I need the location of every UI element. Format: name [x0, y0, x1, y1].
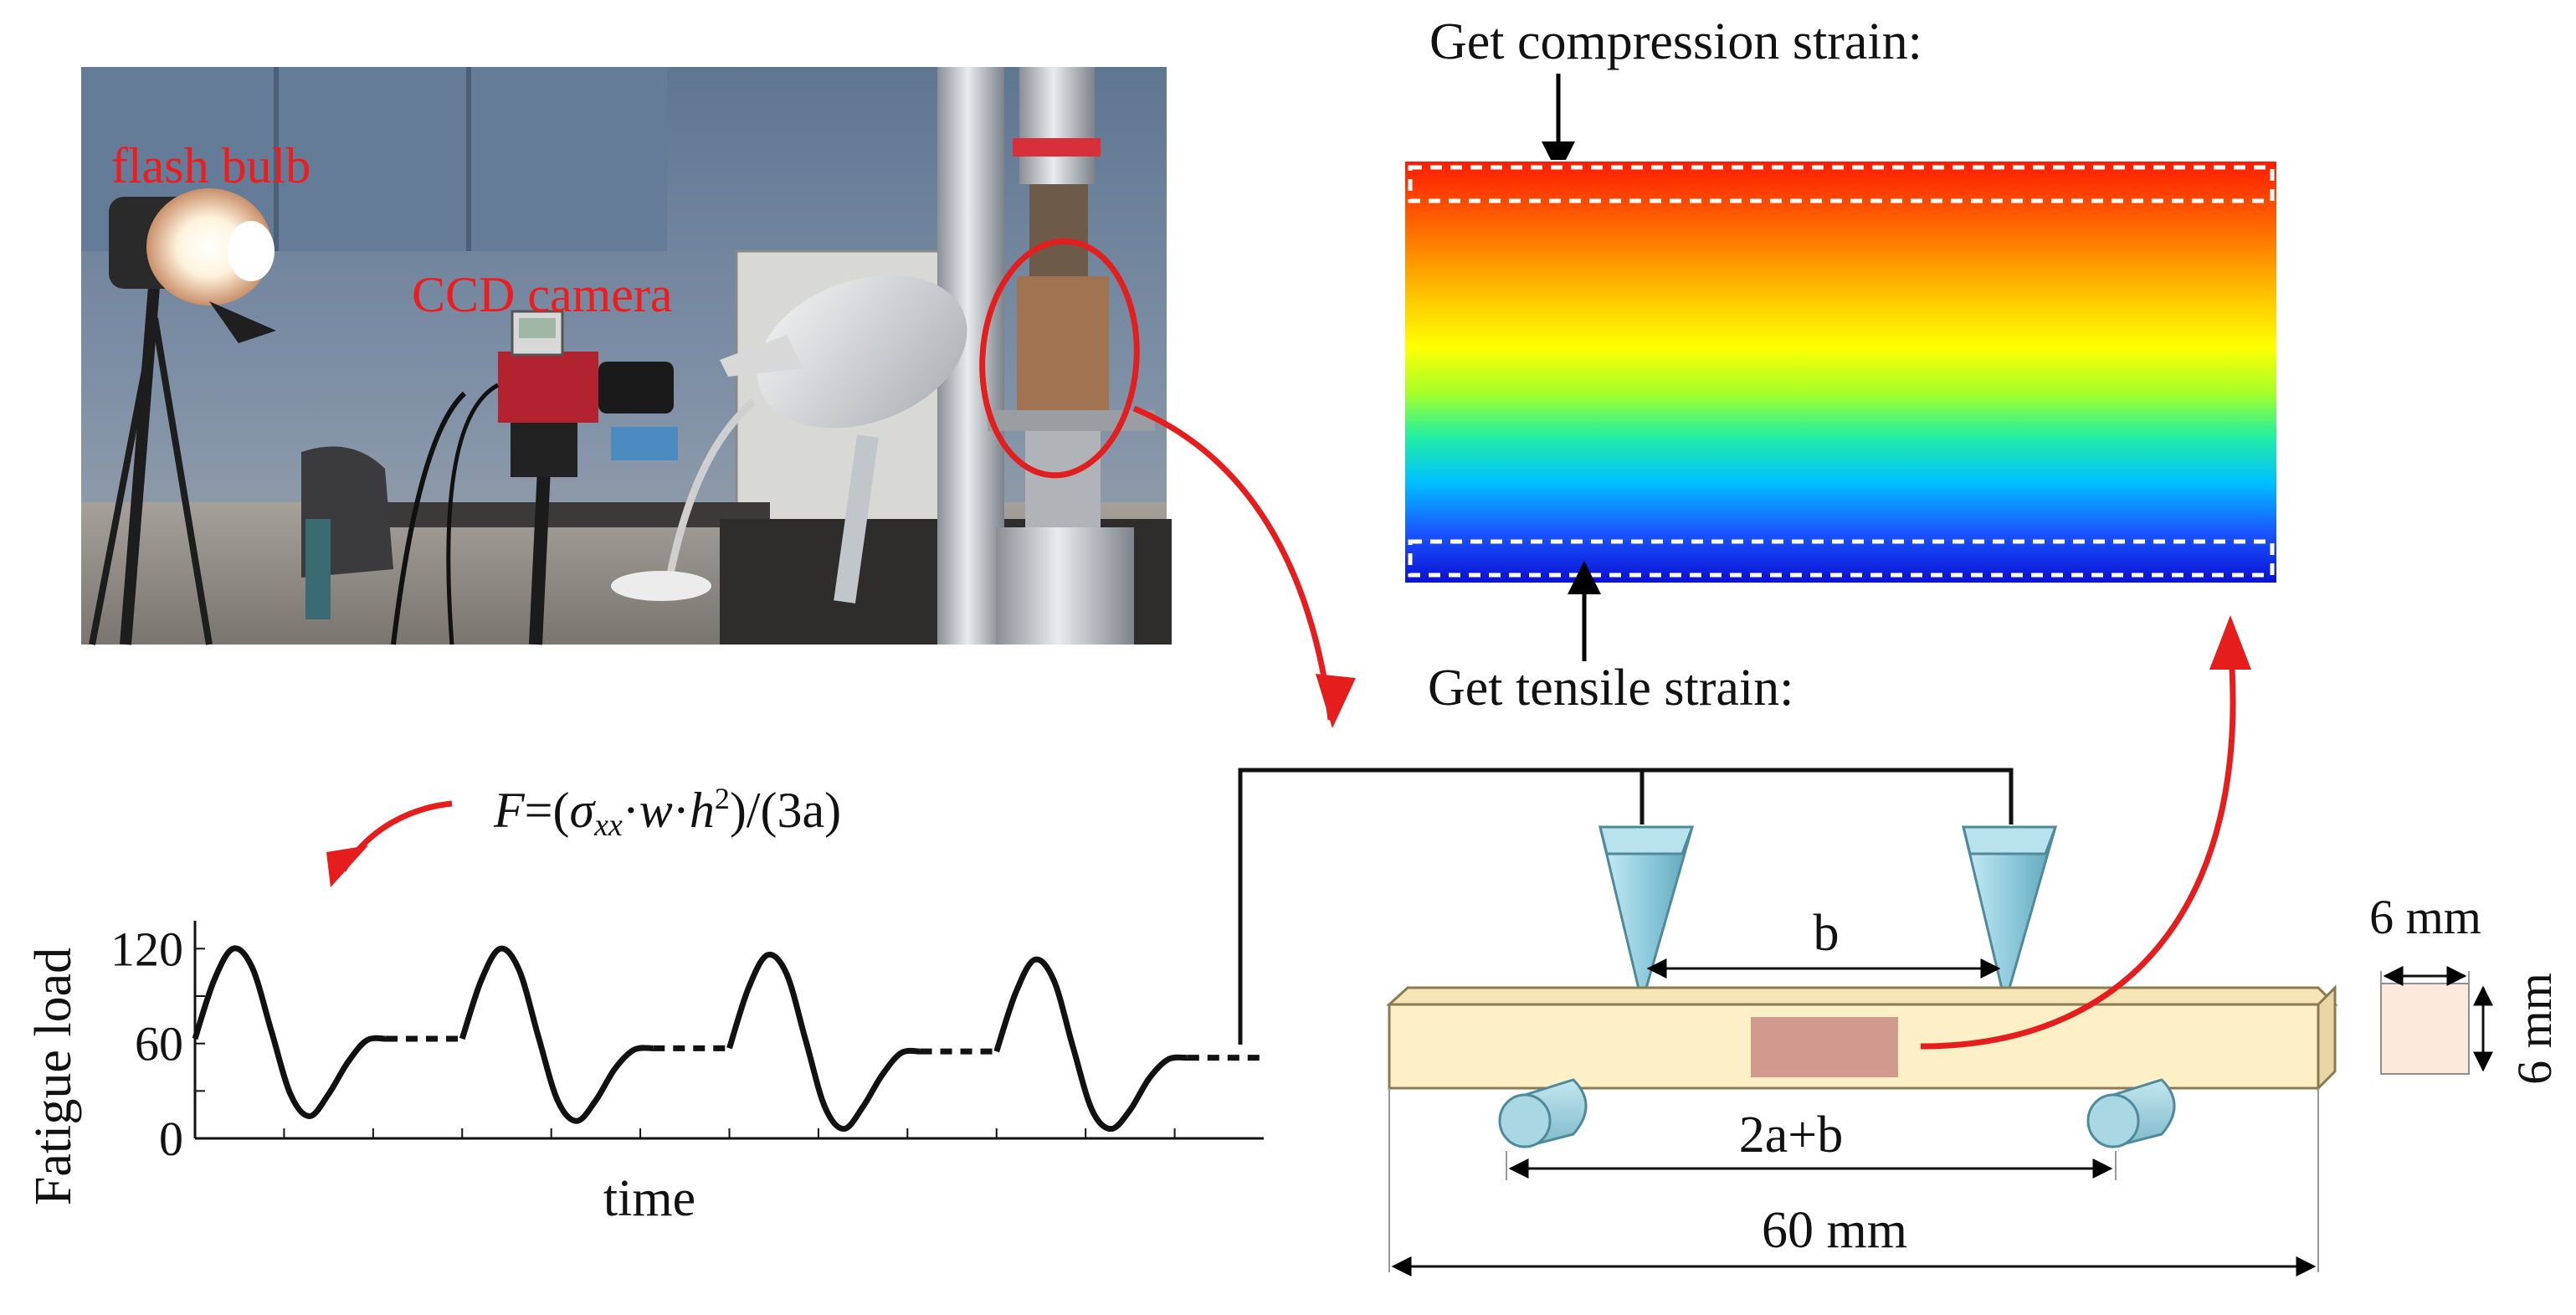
specimen-highlight-ring — [979, 238, 1140, 479]
formula-F: F — [493, 783, 526, 838]
flash-bulb-label: flash bulb — [111, 138, 310, 193]
formula-dot1: · — [623, 783, 639, 838]
chart-y-tick-label: 0 — [159, 1112, 183, 1166]
load-cycle-segment — [993, 956, 1188, 1133]
length-label: 60 mm — [1762, 1202, 1907, 1259]
support-span-label: 2a+b — [1739, 1107, 1843, 1163]
strain-field-map: Get compression strain: Get tensile stra… — [1403, 13, 2278, 717]
formula-sup: 2 — [715, 782, 730, 815]
formula-h: h — [690, 783, 715, 838]
lab-setup-photo: flash bulb CCD camera — [81, 67, 1172, 645]
compression-strain-label: Get compression strain: — [1429, 13, 1922, 70]
desk-lamp — [611, 275, 967, 604]
load-formula: F=(σxx·w·h2)/(3a) — [326, 782, 841, 887]
beam-end-face — [2317, 984, 2337, 1092]
load-cycle-segment — [459, 945, 654, 1124]
strain-measurement-patch — [1751, 1017, 1898, 1077]
four-point-bending-setup: b 2a+b 60 mm 6 mm — [1386, 615, 2562, 1276]
height-label: 6 mm — [2507, 973, 2562, 1085]
formula-dot2: · — [673, 783, 690, 838]
photo-table — [335, 502, 770, 527]
test-machine-load-cell — [1019, 67, 1095, 184]
tensile-strain-label: Get tensile strain: — [1428, 660, 1793, 717]
cross-section — [2380, 983, 2470, 1075]
formula-sigma: σ — [569, 783, 596, 838]
formula-arrow — [340, 800, 453, 872]
flash-bulb — [89, 188, 276, 645]
strain-gradient-rect — [1404, 161, 2277, 583]
load-wire — [1238, 768, 2014, 1045]
chart-tick-labels: 0 60 120 — [110, 922, 183, 1166]
compression-zone-box — [1408, 165, 2275, 203]
test-machine-base — [996, 527, 1134, 645]
chart-axes — [193, 921, 1264, 1140]
svg-text:F=(σxx·w·h2)/(3a): F=(σxx·w·h2)/(3a) — [493, 782, 841, 843]
formula-tail: )/(3a) — [730, 783, 841, 838]
ccd-camera-label: CCD camera — [412, 267, 673, 322]
support-roller-left — [1498, 1078, 1588, 1148]
bending-fixture — [1017, 276, 1109, 410]
chart-series — [192, 945, 1264, 1133]
beam-top-face — [1386, 986, 2338, 1006]
chart-y-tick-label: 120 — [110, 922, 183, 976]
width-label: 6 mm — [2369, 890, 2481, 944]
tension-zone-box — [1408, 539, 2275, 578]
loading-wedge-left — [1598, 825, 1695, 1008]
photo-to-setup-arrow — [1132, 405, 1334, 721]
patch-to-map-arrow — [1920, 644, 2236, 1050]
chart-ylabel: Fatigue load — [25, 948, 82, 1205]
support-roller-right — [2086, 1078, 2176, 1148]
formula-sub: xx — [593, 808, 623, 843]
chart-y-tick-label: 60 — [135, 1017, 183, 1071]
load-cycle-segment — [726, 951, 921, 1133]
ccd-camera — [391, 310, 674, 645]
chart-xlabel: time — [603, 1170, 695, 1227]
span-b-label: b — [1814, 905, 1840, 962]
loading-wedge-right — [1962, 825, 2058, 1008]
load-cycle-segment — [192, 945, 387, 1120]
formula-w: w — [639, 783, 673, 838]
fatigue-load-chart: Fatigue load time 0 60 120 — [25, 921, 1264, 1227]
formula-eq: =( — [525, 783, 570, 838]
